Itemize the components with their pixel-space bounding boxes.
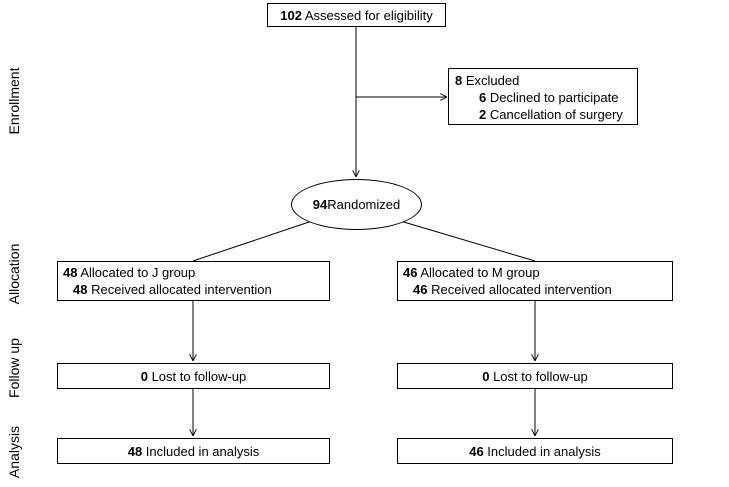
cancel-line: 2 Cancellation of surgery: [455, 106, 637, 123]
cancel-label: Cancellation of surgery: [486, 107, 623, 122]
j-alloc-line: 48 Allocated to J group: [63, 264, 329, 281]
m-alloc-line: 46 Allocated to M group: [403, 264, 672, 281]
randomized-count: 94: [312, 197, 328, 212]
j-recv-line: 48 Received allocated intervention: [63, 281, 329, 298]
excluded-line: 8 Excluded: [455, 72, 637, 89]
declined-line: 6 Declined to participate: [455, 89, 637, 106]
line-randomized-to-j: [192, 219, 316, 262]
m-recv-label: Received allocated intervention: [427, 282, 612, 297]
m-incl-label: Included in analysis: [483, 444, 601, 459]
j-allocation-box: 48 Allocated to J group 48 Received allo…: [57, 261, 330, 301]
j-lost-box: 0 Lost to follow-up: [57, 363, 330, 389]
assessed-label: Assessed for eligibility: [301, 8, 433, 23]
stage-label-allocation: Allocation: [6, 243, 22, 305]
m-alloc-count: 46: [403, 265, 418, 280]
j-alloc-label: Allocated to J group: [77, 265, 196, 280]
m-lost-box: 0 Lost to follow-up: [397, 363, 673, 389]
j-incl-count: 48: [127, 444, 143, 459]
j-lost-count: 0: [140, 369, 148, 384]
m-lost-count: 0: [482, 369, 490, 384]
m-allocation-box: 46 Allocated to M group 46 Received allo…: [397, 261, 673, 301]
excluded-count: 8: [455, 73, 463, 88]
m-alloc-label: Allocated to M group: [417, 265, 540, 280]
randomized-oval: 94 Randomized: [291, 179, 422, 230]
assessed-box: 102 Assessed for eligibility: [267, 3, 446, 27]
j-recv-count: 48: [73, 282, 88, 297]
stage-label-analysis: Analysis: [6, 425, 22, 479]
excluded-box: 8 Excluded 6 Declined to participate 2 C…: [448, 68, 638, 125]
j-lost-label: Lost to follow-up: [147, 369, 247, 384]
assessed-count: 102: [280, 8, 302, 23]
declined-label: Declined to participate: [486, 90, 619, 105]
j-incl-label: Included in analysis: [142, 444, 260, 459]
stage-label-follow-up: Follow up: [6, 338, 22, 398]
cancel-count: 2: [479, 107, 487, 122]
j-recv-label: Received allocated intervention: [87, 282, 272, 297]
m-incl-count: 46: [469, 444, 484, 459]
declined-count: 6: [479, 90, 487, 105]
j-included-box: 48 Included in analysis: [57, 438, 330, 464]
m-included-box: 46 Included in analysis: [397, 438, 673, 464]
randomized-label: Randomized: [327, 197, 401, 212]
m-recv-count: 46: [413, 282, 428, 297]
excluded-label: Excluded: [462, 73, 520, 88]
j-alloc-count: 48: [63, 265, 78, 280]
m-lost-label: Lost to follow-up: [489, 369, 588, 384]
stage-label-enrollment: Enrollment: [6, 67, 22, 135]
m-recv-line: 46 Received allocated intervention: [403, 281, 672, 298]
line-randomized-to-m: [396, 219, 536, 262]
